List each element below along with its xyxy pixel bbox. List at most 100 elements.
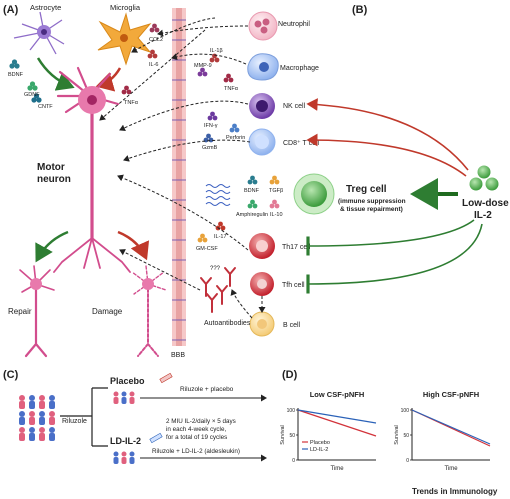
neurotrophic-dots [9,59,42,103]
ldil2-arm-label: Riluzole + LD-IL-2 (aldesleukin) [152,448,240,455]
repair-neuron [19,265,55,358]
y-tick-label: 100 [287,408,296,414]
dosing-line2: in each 4-week cycle, [166,426,226,433]
damaged-neuron [131,265,167,357]
y-axis-label: Survival [394,425,400,445]
mmp9-label: MMP-9 [194,63,212,69]
low-dose-line2: IL-2 [474,210,492,221]
motor-neuron-line1: Motor [37,162,65,173]
bdnf-label: BDNF [8,72,24,78]
il17-label: IL-17 [214,234,227,240]
syringe-icon-ldil2 [149,432,163,444]
tnfa-mid-label: TNFα [224,86,239,92]
cntf-label: CNTF [38,104,53,110]
gmcsf-label: GM-CSF [196,246,218,252]
x-axis-label: Time [444,466,458,472]
randomisation-fork [60,387,108,447]
il2-inhibit-tfh [306,223,483,294]
treg-subtitle-line1: (immune suppression [338,198,406,205]
neutrophil-cell [248,11,278,41]
damage-arrow [117,230,150,261]
repair-label: Repair [8,307,32,316]
placebo-label: Placebo [110,376,145,386]
b-cell [249,311,275,337]
treg-title: Treg cell [346,184,387,195]
bbb-label: BBB [171,352,185,359]
placebo-arm-label: Riluzole + placebo [180,386,234,393]
th17-cell [249,233,275,259]
treg-wavy-signals [205,184,231,206]
y-axis-label: Survival [280,425,286,445]
microglia-label: Microglia [110,3,141,12]
gzmb-label: GzmB [202,145,218,151]
legend-label: LD-IL-2 [310,447,328,453]
dosing-line3: for a total of 19 cycles [166,434,227,441]
il2-to-nk-arrow [306,98,469,171]
mediator-dots [197,53,280,243]
panel-label-a: (A) [3,4,19,16]
ldil2-group-icons [113,451,135,464]
autoantibodies [200,267,236,313]
y-tick-label: 0 [406,458,409,464]
cd8-cell-label: CD8⁺ T cell [283,140,320,147]
ccl2-label: CCL2 [149,37,163,43]
il1b-label: IL-1β [210,48,223,54]
bdnf2-label: BDNF [244,188,260,194]
motor-neuron-nucleus [87,95,97,105]
il2-to-cd8-arrow [306,133,467,177]
y-tick-label: 0 [292,458,295,464]
patient-group-icons [19,395,55,441]
astrocyte-cell [13,11,65,55]
nk-cell-label: NK cell [283,103,306,110]
macrophage-label: Macrophage [280,65,319,72]
dashed-arrows [99,17,266,319]
syringe-icon-placebo [159,372,173,384]
treg-subtitle: (immune suppression & tissue repairment) [338,198,407,213]
panel-label-c: (C) [3,369,19,381]
unknown-label: ??? [210,266,221,272]
treg-subtitle-line2: & tissue repairment) [340,206,403,213]
placebo-group-icons [113,391,135,404]
y-tick-label: 50 [403,433,409,439]
bbb-inner-band [176,8,182,346]
repair-arrow [35,230,69,263]
tgfb-label: TGFβ [269,188,283,194]
cd8-t-cell [248,128,276,156]
motor-neuron [53,66,131,273]
panel-label-b: (B) [352,4,368,16]
riluzole-label: Riluzole [62,418,87,425]
macrophage-cell [247,53,279,81]
treg-cell [293,173,335,215]
gdnf-label: GDNF [24,92,40,98]
footer-credit: Trends in Immunology [412,487,498,496]
nk-cell [249,93,275,119]
ldil2-label: LD-IL-2 [110,436,141,446]
x-axis-label: Time [330,466,344,472]
series-line-ld-il-2 [411,409,491,445]
dosing-schedule: 2 MIU IL-2/daily × 5 days in each 4-week… [166,418,238,441]
motor-neuron-label: Motor neuron [37,162,71,185]
series-line-ld-il-2 [297,409,377,424]
chart-title: Low CSF-pNFH [310,390,365,399]
chart-title: High CSF-pNFH [423,390,479,399]
dosing-line1: 2 MIU IL-2/daily × 5 days [166,418,236,425]
th17-cell-label: Th17 cell [282,244,311,251]
series-line-placebo [297,409,377,437]
amphiregulin-label: Amphiregulin [236,212,268,218]
damage-label: Damage [92,307,123,316]
ifng-label: IFN-γ [204,123,218,129]
y-tick-label: 100 [401,408,410,414]
tfh-cell-label: Tfh cell [282,282,305,289]
b-cell-label: B cell [283,322,301,329]
astrocyte-support-arrow [36,57,75,91]
microglia-cytokine-dots [121,23,160,95]
il2-inhibit-th17 [306,219,475,256]
legend-label: Placebo [310,440,330,446]
tnfa-left-label: TNFα [124,100,139,106]
motor-neuron-line2: neuron [37,174,71,185]
neutrophil-label: Neutrophil [278,21,310,28]
low-dose-il2-label: Low-dose IL-2 [462,198,510,221]
panel-label-d: (D) [282,369,298,381]
